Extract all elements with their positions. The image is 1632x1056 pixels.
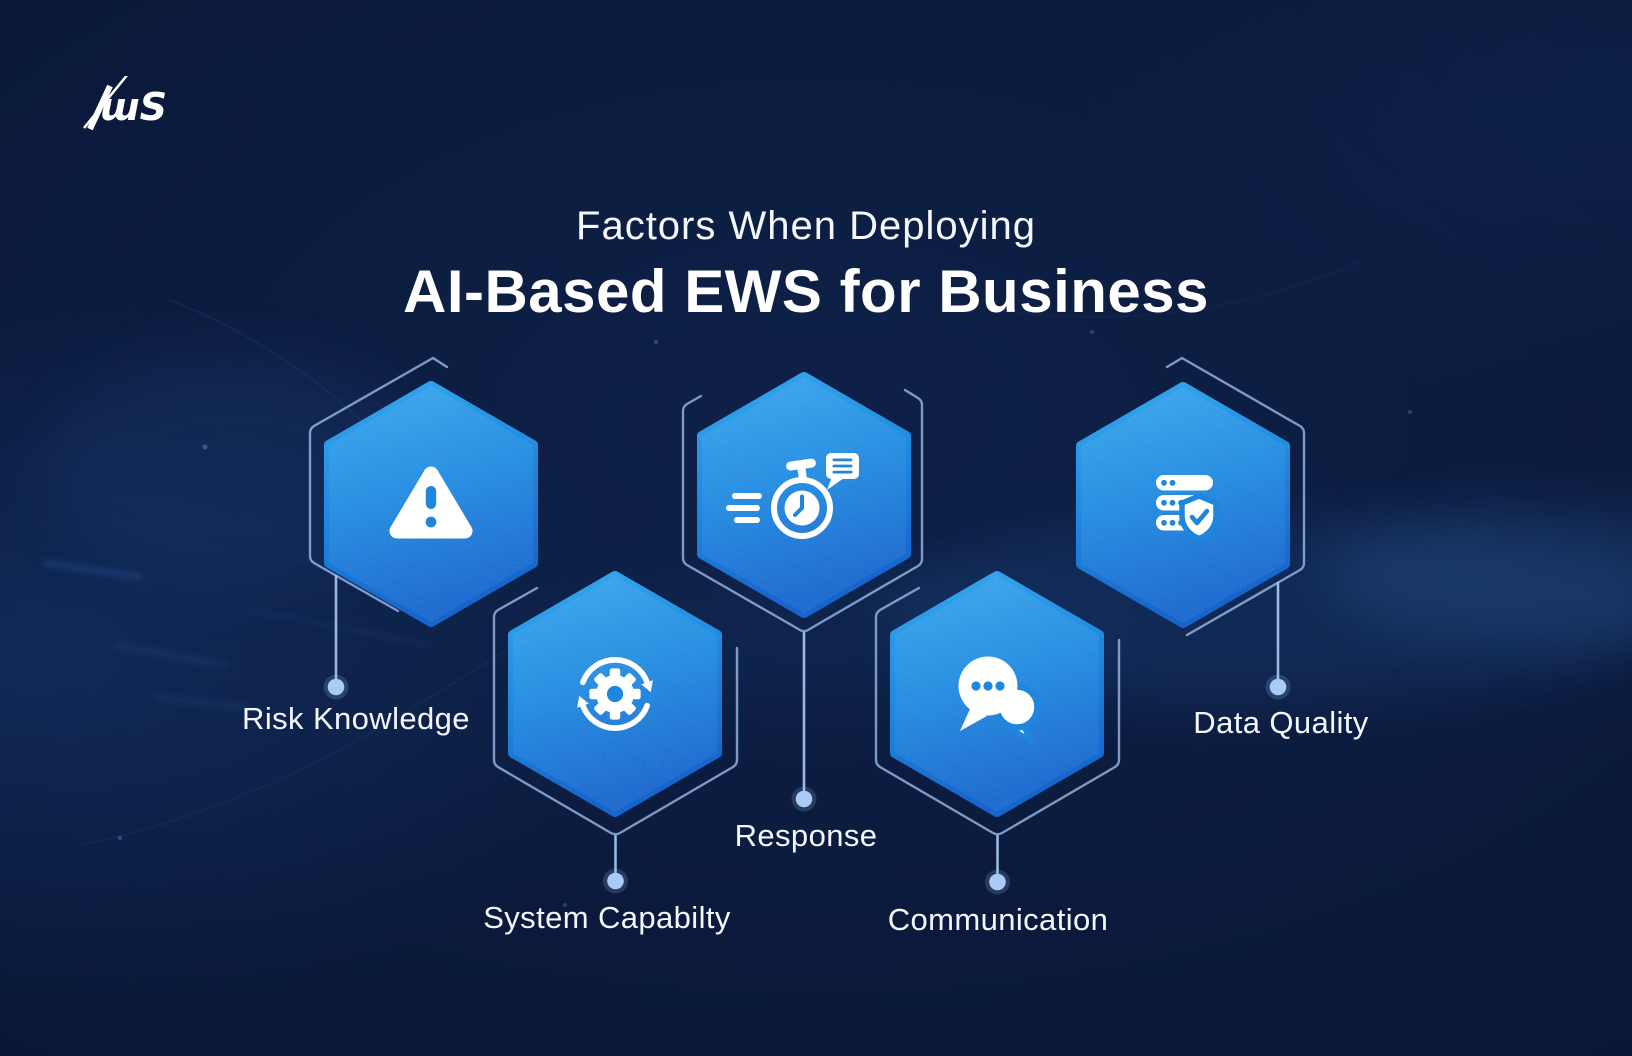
- outline-system-capability: [492, 586, 739, 836]
- title-eyebrow: Factors When Deploying: [576, 204, 1036, 248]
- hexagon-tiles: [329, 377, 1285, 812]
- dot-data-quality: [1269, 678, 1287, 696]
- page-title: AI-Based EWS for Business: [402, 258, 1210, 325]
- outline-risk-knowledge: [308, 356, 449, 613]
- hexagon-outlines: [308, 356, 1306, 836]
- factor-label-response: Response: [734, 818, 878, 853]
- dot-communication: [989, 873, 1006, 891]
- outline-communication: [874, 586, 1121, 836]
- brand-logo-text: ɯS: [100, 85, 167, 129]
- connector-dots: [323, 674, 1291, 895]
- outline-data-quality: [1165, 356, 1306, 637]
- dot-system-capability: [607, 872, 624, 890]
- brand-logo: ɯS: [83, 76, 167, 131]
- shield-check: [1179, 493, 1219, 542]
- stopwatch-message-icon: [726, 453, 859, 539]
- dot-risk-knowledge: [327, 678, 345, 696]
- factor-label-communication: Communication: [887, 902, 1109, 937]
- outline-response: [681, 388, 924, 633]
- database-shield-icon: [1156, 475, 1219, 542]
- factor-label-data-quality: Data Quality: [1193, 705, 1369, 740]
- factor-label-risk-knowledge: Risk Knowledge: [242, 701, 470, 736]
- gear-glyph: [589, 668, 641, 720]
- factor-label-system-capability: System Capabilty: [483, 900, 731, 935]
- title-block: Factors When Deploying AI-Based EWS for …: [403, 204, 1209, 326]
- message-bubble: [826, 453, 859, 490]
- warning-triangle-icon: [389, 466, 473, 539]
- gear-sync-icon: [577, 657, 653, 731]
- chat-bubbles-icon: [958, 656, 1041, 744]
- dot-response: [795, 790, 813, 808]
- label-connectors: [334, 574, 1280, 875]
- logo-slash-thick: [87, 84, 113, 131]
